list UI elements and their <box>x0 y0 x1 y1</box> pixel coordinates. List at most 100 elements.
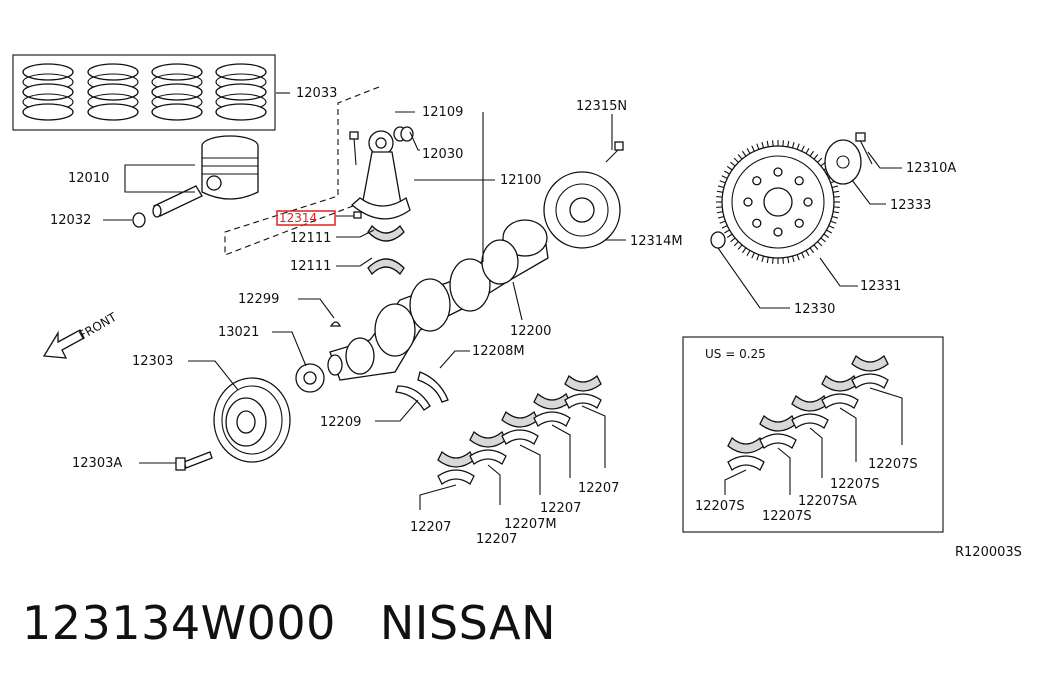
ring-gear-tooth <box>726 165 733 171</box>
callout-12333: 12333 <box>890 198 931 213</box>
ring-gear-tooth <box>791 141 795 149</box>
leader-line <box>777 447 791 495</box>
ring-gear-tooth <box>833 206 840 208</box>
ring-gear-tooth <box>716 196 723 198</box>
callout-12200: 12200 <box>510 324 551 339</box>
piston-ring <box>87 83 139 101</box>
callout-12010: 12010 <box>68 171 109 186</box>
ring-gear-tooth <box>820 237 826 243</box>
drive-plate-hole <box>743 197 753 207</box>
figure-code: R120003S <box>955 545 1022 560</box>
ring-gear-tooth <box>831 215 839 219</box>
snap-ring <box>132 212 146 228</box>
piston-ring-set <box>12 54 276 131</box>
main-bearings <box>419 374 606 510</box>
piston <box>201 135 259 200</box>
callout-12207M: 12207M <box>504 517 557 532</box>
piston-ring <box>151 103 203 121</box>
callout-12030: 12030 <box>422 147 463 162</box>
ring-gear-tooth <box>823 233 830 239</box>
bearing-shell <box>564 374 602 392</box>
callout-12303A: 12303A <box>72 456 122 471</box>
ring-gear-tooth <box>817 157 823 163</box>
ring-gear-tooth <box>801 145 805 152</box>
pulley-bolt <box>175 451 213 471</box>
leader-line <box>809 427 823 478</box>
callout-12111b: 12111 <box>290 259 331 274</box>
piston-ring <box>87 63 139 81</box>
piston-ring <box>215 103 267 121</box>
ring-gear-tooth <box>751 252 755 259</box>
bearing-shell <box>791 394 829 412</box>
ring-gear-tooth <box>756 143 760 150</box>
ring-gear-tooth <box>828 225 835 229</box>
piston-ring <box>22 103 74 121</box>
bearing-shell <box>791 413 829 429</box>
thrust-washer-upper <box>417 371 449 403</box>
ring-gear-tooth <box>813 154 819 160</box>
pilot-bushing <box>710 231 726 249</box>
ring-gear-tooth <box>782 257 784 264</box>
bearing-shell <box>727 436 765 454</box>
ring-gear-tooth <box>717 185 725 189</box>
callout-12314: 12314 <box>279 211 317 225</box>
callout-12330: 12330 <box>794 302 835 317</box>
ring-gear-tooth <box>796 254 800 261</box>
ring-gear-tooth <box>833 211 840 214</box>
callout-12299: 12299 <box>238 292 279 307</box>
callout-12207b: 12207 <box>476 532 517 547</box>
ring-gear-tooth <box>751 145 755 152</box>
piston-ring <box>151 83 203 101</box>
leader-line <box>581 405 606 468</box>
callout-12207S3: 12207S <box>830 477 880 492</box>
piston-ring <box>215 83 267 101</box>
leader-lines <box>103 92 902 464</box>
drive-plate-hole <box>752 176 762 186</box>
drive-plate-hole <box>752 218 762 228</box>
ring-gear-tooth <box>716 206 723 208</box>
leader-line <box>839 407 857 462</box>
ring-gear-tooth <box>716 190 723 193</box>
ring-gear-tooth <box>766 140 769 147</box>
signal-plate <box>543 171 621 249</box>
piston-ring <box>151 63 203 81</box>
callout-12207S4: 12207S <box>868 457 918 472</box>
crankshaft <box>327 219 549 381</box>
inset-note: US = 0.25 <box>705 347 766 361</box>
flywheel-bolt <box>855 132 873 165</box>
bearing-shell <box>759 433 797 449</box>
drive-plate-hole <box>794 218 804 228</box>
piston-ring <box>215 63 267 81</box>
rod-bushing <box>393 126 414 142</box>
callout-12207d: 12207 <box>578 481 619 496</box>
ring-gear-tooth <box>772 257 774 264</box>
brand-name: NISSAN <box>379 596 556 650</box>
ring-gear-tooth <box>741 247 747 254</box>
ring-gear-tooth <box>787 257 790 264</box>
bearing-shell <box>851 373 889 389</box>
callout-12208M: 12208M <box>472 344 525 359</box>
ring-gear-tooth <box>730 161 736 167</box>
callout-12032: 12032 <box>50 213 91 228</box>
bearing-shell <box>759 414 797 432</box>
bearing-shell <box>533 411 571 427</box>
callout-12207S2: 12207S <box>762 509 812 524</box>
bearing-shell <box>469 430 507 448</box>
callout-12310A: 12310A <box>906 161 956 176</box>
thrust-washer-lower <box>395 385 431 411</box>
sprocket-bolt <box>605 141 624 163</box>
undersize-inset-box <box>682 336 944 533</box>
callout-12207a: 12207 <box>410 520 451 535</box>
drive-plate-hole <box>803 197 813 207</box>
callout-12111a: 12111 <box>290 231 331 246</box>
ring-gear-tooth <box>787 140 790 147</box>
ring-gear-tooth <box>741 150 747 157</box>
ring-gear-tooth <box>746 250 751 256</box>
bearing-shell <box>533 392 571 410</box>
drive-plate <box>716 140 840 264</box>
bearing-shell <box>469 449 507 465</box>
leader-line <box>519 444 541 495</box>
bearing-shell <box>851 354 889 372</box>
rod-bolt <box>349 131 359 166</box>
